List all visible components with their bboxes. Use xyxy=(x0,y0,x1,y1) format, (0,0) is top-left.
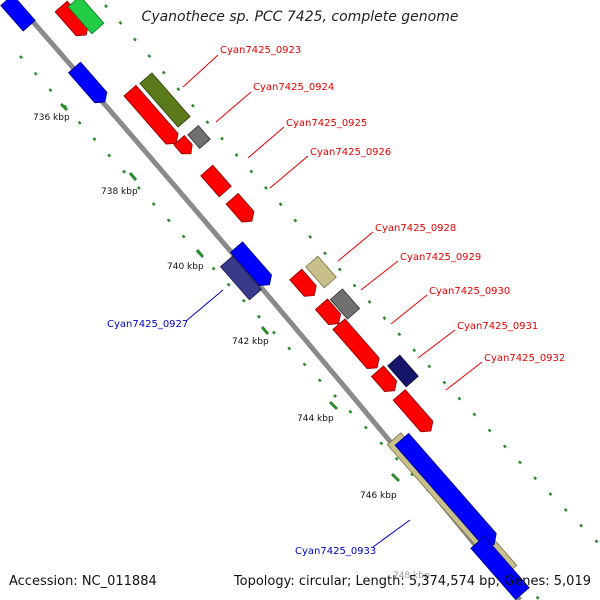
gene-label-0927[interactable]: Cyan7425_0927 xyxy=(107,319,188,330)
gene-label-0932[interactable]: Cyan7425_0932 xyxy=(484,353,565,364)
leader-line-0924 xyxy=(215,91,252,123)
scale-ticks xyxy=(59,102,401,483)
gene-arrow[interactable] xyxy=(219,255,263,301)
leader-line-0930 xyxy=(390,294,428,325)
genome-title: Cyanothece sp. PCC 7425, complete genome xyxy=(141,9,459,25)
gene-arrow[interactable] xyxy=(314,298,344,329)
gene-arrow[interactable] xyxy=(200,164,232,198)
gene-label-0928[interactable]: Cyan7425_0928 xyxy=(375,223,456,234)
gene-label-0933[interactable]: Cyan7425_0933 xyxy=(295,546,376,557)
scale-label-740: 740 kbp xyxy=(167,262,204,272)
leader-line-0933 xyxy=(372,519,411,548)
gene-arrow[interactable] xyxy=(67,0,105,35)
leader-line-0932 xyxy=(445,361,483,391)
gene-label-0931[interactable]: Cyan7425_0931 xyxy=(457,321,538,332)
scale-label-742: 742 kbp xyxy=(232,337,269,347)
gene-arrow[interactable] xyxy=(139,72,191,128)
gene-arrow[interactable] xyxy=(289,268,320,301)
scale-tick-738 xyxy=(128,172,138,181)
scale-tick-740 xyxy=(195,249,205,258)
leader-line-0926 xyxy=(269,155,309,189)
gene-arrow[interactable] xyxy=(229,241,276,290)
leader-line-0931 xyxy=(417,329,456,359)
gene-arrow[interactable] xyxy=(392,389,437,437)
leader-line-0929 xyxy=(360,260,399,291)
gene-arrow[interactable] xyxy=(305,255,337,289)
gene-label-0925[interactable]: Cyan7425_0925 xyxy=(286,118,367,129)
forward-strand-genes xyxy=(67,0,530,600)
accession-text: Accession: NC_011884 xyxy=(9,574,157,589)
gene-arrow[interactable] xyxy=(187,125,211,149)
leader-line-0923 xyxy=(182,54,219,88)
gene-arrow[interactable] xyxy=(67,61,110,107)
scale-label-736: 736 kbp xyxy=(33,113,70,123)
scale-label-738: 738 kbp xyxy=(101,187,138,197)
scale-tick-736 xyxy=(59,102,69,112)
gene-label-0923[interactable]: Cyan7425_0923 xyxy=(220,45,301,56)
gene-label-0930[interactable]: Cyan7425_0930 xyxy=(429,286,510,297)
leader-line-0927 xyxy=(185,289,224,322)
gene-arrow[interactable] xyxy=(225,192,258,226)
scale-tick-742 xyxy=(260,326,270,335)
scale-track-inner xyxy=(104,4,600,546)
reverse-strand-genes xyxy=(0,0,276,301)
gene-arrow[interactable] xyxy=(173,135,196,159)
gene-label-0926[interactable]: Cyan7425_0926 xyxy=(310,147,391,158)
leader-line-0928 xyxy=(337,231,374,262)
topology-text: Topology: circular; Length: 5,374,574 bp… xyxy=(233,574,591,589)
scale-label-744: 744 kbp xyxy=(297,414,334,424)
gene-arrow[interactable] xyxy=(332,318,383,373)
scale-tick-746 xyxy=(390,472,401,483)
leader-line-0925 xyxy=(247,126,285,159)
gene-arrow[interactable] xyxy=(0,0,36,32)
scale-tick-744 xyxy=(328,400,339,411)
gene-arrow[interactable] xyxy=(394,432,501,550)
scale-label-746: 746 kbp xyxy=(360,491,397,501)
scale-label-748: 748 kbp xyxy=(393,571,430,581)
gene-label-0929[interactable]: Cyan7425_0929 xyxy=(400,252,481,263)
gene-label-0924[interactable]: Cyan7425_0924 xyxy=(253,82,334,93)
gene-arrow[interactable] xyxy=(123,84,182,148)
gene-arrow[interactable] xyxy=(370,365,400,396)
gene-arrow[interactable] xyxy=(329,288,361,320)
gene-arrow[interactable] xyxy=(387,354,419,388)
